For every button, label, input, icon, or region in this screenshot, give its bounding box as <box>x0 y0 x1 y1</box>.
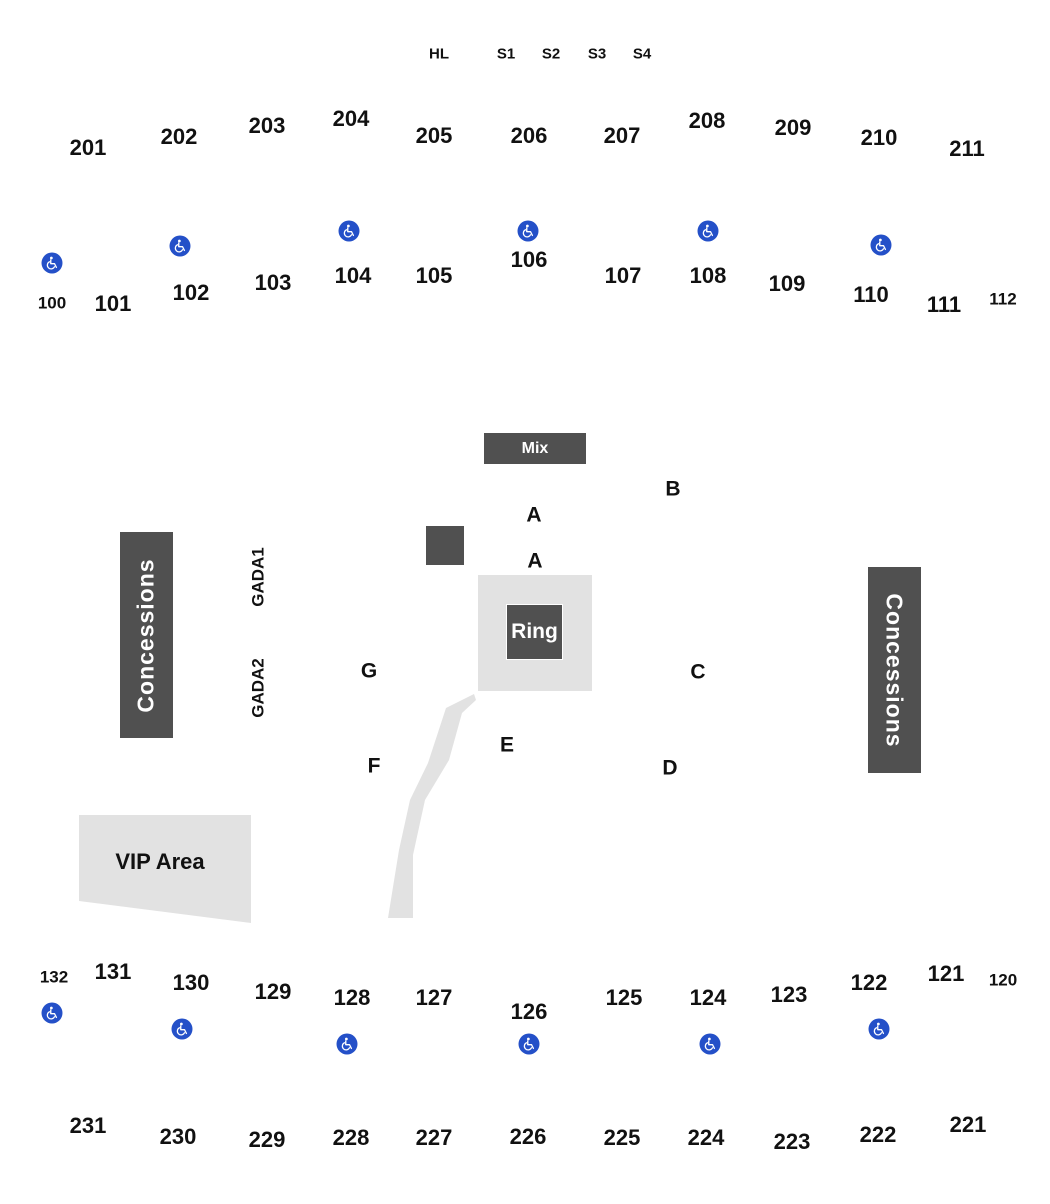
section-226[interactable]: 226 <box>509 1124 547 1149</box>
section-208[interactable]: 208 <box>688 108 726 133</box>
section-228[interactable]: 228 <box>332 1125 370 1150</box>
ring-label: Ring <box>511 620 558 643</box>
section-205[interactable]: 205 <box>415 123 453 148</box>
section-125[interactable]: 125 <box>605 985 643 1010</box>
section-211[interactable]: 211 <box>949 136 985 161</box>
section-210[interactable]: 210 <box>860 125 898 150</box>
section-123[interactable]: 123 <box>770 982 808 1007</box>
section-132[interactable]: 132 <box>39 967 69 987</box>
wheelchair-icon <box>336 1033 358 1055</box>
wheelchair-icon <box>338 220 360 242</box>
floor-section-a-front[interactable]: A <box>527 549 543 573</box>
top-label-hl[interactable]: HL <box>429 45 449 63</box>
section-204[interactable]: 204 <box>332 106 370 131</box>
gada1-label[interactable]: GADA1 <box>248 547 268 607</box>
wheelchair-icon <box>517 220 539 242</box>
wheelchair-icon <box>41 252 63 274</box>
section-229[interactable]: 229 <box>248 1127 286 1152</box>
section-101[interactable]: 101 <box>94 291 132 316</box>
section-106[interactable]: 106 <box>510 247 548 272</box>
mix-box[interactable]: Mix <box>484 433 586 464</box>
concessions-left-label: Concessions <box>133 557 159 713</box>
section-231[interactable]: 231 <box>69 1113 107 1138</box>
section-122[interactable]: 122 <box>850 970 888 995</box>
section-128[interactable]: 128 <box>333 985 371 1010</box>
vip-area-label: VIP Area <box>115 849 205 874</box>
section-221[interactable]: 221 <box>949 1112 987 1137</box>
floor-section-a-back[interactable]: A <box>526 503 542 527</box>
section-203[interactable]: 203 <box>248 113 286 138</box>
wheelchair-icon <box>868 1018 890 1040</box>
wheelchair-icon <box>870 234 892 256</box>
section-209[interactable]: 209 <box>774 115 812 140</box>
section-104[interactable]: 104 <box>334 263 372 288</box>
section-124[interactable]: 124 <box>689 985 727 1010</box>
ring[interactable]: Ring <box>506 604 563 660</box>
section-103[interactable]: 103 <box>254 270 292 295</box>
top-label-s4[interactable]: S4 <box>632 45 652 63</box>
wheelchair-icon <box>699 1033 721 1055</box>
floor-section-g[interactable]: G <box>360 659 378 683</box>
section-127[interactable]: 127 <box>415 985 453 1010</box>
section-109[interactable]: 109 <box>768 271 806 296</box>
top-label-s3[interactable]: S3 <box>587 45 607 63</box>
section-126[interactable]: 126 <box>510 999 548 1024</box>
wheelchair-icon <box>169 235 191 257</box>
section-224[interactable]: 224 <box>687 1125 725 1150</box>
section-105[interactable]: 105 <box>415 263 453 288</box>
section-120[interactable]: 120 <box>988 970 1018 990</box>
wheelchair-icon <box>41 1002 63 1024</box>
wheelchair-icon <box>518 1033 540 1055</box>
gada2-label[interactable]: GADA2 <box>248 658 268 718</box>
vip-area-shape[interactable] <box>79 815 251 923</box>
section-112[interactable]: 112 <box>989 289 1017 309</box>
section-131[interactable]: 131 <box>94 959 132 984</box>
section-223[interactable]: 223 <box>773 1129 811 1154</box>
section-107[interactable]: 107 <box>604 263 642 288</box>
walkway-shape <box>388 694 476 918</box>
concessions-left[interactable]: Concessions <box>120 532 173 738</box>
top-label-s2[interactable]: S2 <box>541 45 561 63</box>
section-206[interactable]: 206 <box>510 123 548 148</box>
section-130[interactable]: 130 <box>172 970 210 995</box>
section-230[interactable]: 230 <box>159 1124 197 1149</box>
camera-platform <box>426 526 464 565</box>
floor-section-e[interactable]: E <box>499 733 515 757</box>
wheelchair-icon <box>171 1018 193 1040</box>
top-label-s1[interactable]: S1 <box>496 45 516 63</box>
wheelchair-icon <box>697 220 719 242</box>
section-207[interactable]: 207 <box>603 123 641 148</box>
mix-label: Mix <box>521 439 549 457</box>
floor-section-f[interactable]: F <box>367 754 381 778</box>
floor-section-c[interactable]: C <box>690 660 706 684</box>
floor-section-d[interactable]: D <box>662 756 678 780</box>
section-225[interactable]: 225 <box>603 1125 641 1150</box>
section-108[interactable]: 108 <box>689 263 727 288</box>
section-111[interactable]: 111 <box>926 292 962 317</box>
concessions-right-label: Concessions <box>882 592 908 748</box>
section-100[interactable]: 100 <box>37 293 67 313</box>
section-110[interactable]: 110 <box>853 282 889 307</box>
section-102[interactable]: 102 <box>172 280 210 305</box>
section-222[interactable]: 222 <box>859 1122 897 1147</box>
section-129[interactable]: 129 <box>254 979 292 1004</box>
section-227[interactable]: 227 <box>415 1125 453 1150</box>
section-202[interactable]: 202 <box>160 124 198 149</box>
concessions-right[interactable]: Concessions <box>868 567 921 773</box>
floor-section-b[interactable]: B <box>665 477 681 501</box>
section-121[interactable]: 121 <box>927 961 965 986</box>
section-201[interactable]: 201 <box>69 135 107 160</box>
